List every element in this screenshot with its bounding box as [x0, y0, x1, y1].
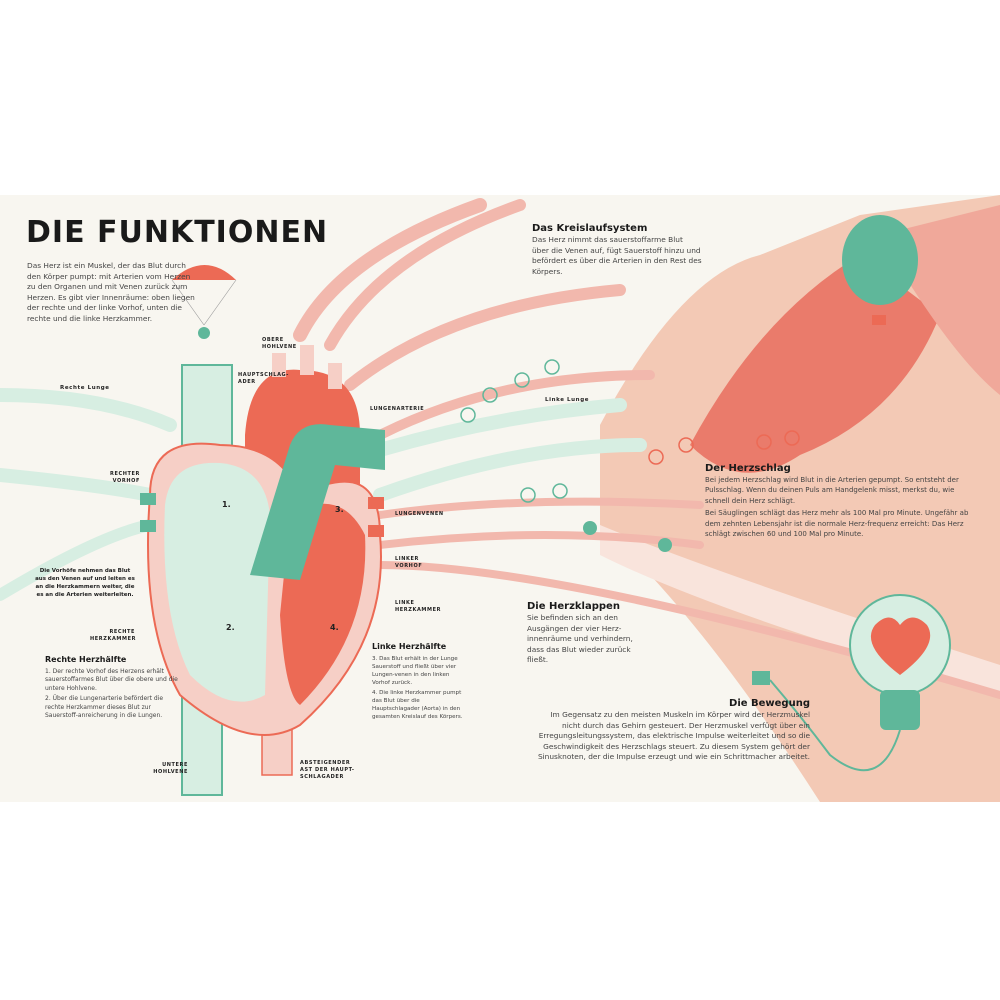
- linke-herzhaelfte-section: Linke Herzhälfte 3. Das Blut erhält in d…: [372, 640, 467, 721]
- label-linke-herzkammer: Linke Herzkammer: [395, 600, 442, 613]
- cyclists: [460, 359, 568, 503]
- linke-herzhaelfte-p1: 3. Das Blut erhält in der Lunge Sauersto…: [372, 656, 458, 686]
- kreislauf-section: Das Kreislaufsystem Das Herz nimmt das s…: [532, 222, 702, 277]
- rechte-herzhaelfte-heading: Rechte Herzhälfte: [45, 655, 127, 664]
- herzschlag-heading: Der Herzschlag: [705, 463, 791, 474]
- bewegung-heading: Die Bewegung: [729, 698, 810, 709]
- rechte-herzhaelfte-section: Rechte Herzhälfte 1. Der rechte Vorhof d…: [45, 653, 180, 720]
- kreislauf-heading: Das Kreislaufsystem: [532, 223, 648, 234]
- chamber-number-3: 3.: [335, 505, 344, 514]
- herzschlag-section: Der Herzschlag Bei jedem Herzschlag wird…: [705, 462, 975, 539]
- book-spread: DIE FUNKTIONEN Das Herz ist ein Muskel, …: [0, 195, 1000, 802]
- linke-herzhaelfte-p2: 4. Die linke Herzkammer pumpt das Blut ü…: [372, 690, 463, 720]
- chamber-number-2: 2.: [226, 623, 235, 632]
- rechte-herzhaelfte-p2: 2. Über die Lungenarterie befördert die …: [45, 695, 164, 720]
- label-untere-hohlvene: Untere Hohlvene: [153, 762, 188, 775]
- label-rechte-lunge: Rechte Lunge: [60, 385, 110, 391]
- right-chambers: [164, 462, 270, 702]
- parachute: [172, 265, 236, 280]
- label-linke-lunge: Linke Lunge: [545, 397, 590, 403]
- label-absteigender-ast: Absteigender Ast der Haupt-schlagader: [300, 760, 355, 780]
- intro-text: Das Herz ist ein Muskel, der das Blut du…: [27, 261, 195, 323]
- vorhoefe-note: Die Vorhöfe nehmen das Blut aus den Vene…: [35, 568, 135, 598]
- page-title: DIE FUNKTIONEN: [26, 215, 329, 250]
- heart-circulation-illustration: [0, 195, 1000, 802]
- label-rechter-vorhof: Rechter Vorhof: [110, 471, 140, 484]
- label-hauptschlagader: Hauptschlag-ader: [238, 372, 289, 385]
- label-obere-hohlvene: Obere Hohlvene: [262, 337, 297, 350]
- bulb-heart: [870, 617, 931, 675]
- mountain-red: [690, 255, 940, 473]
- herzschlag-p1: Bei jedem Herzschlag wird Blut in die Ar…: [705, 476, 959, 505]
- chamber-number-4: 4.: [330, 623, 339, 632]
- herzschlag-p2: Bei Säuglingen schlägt das Herz mehr als…: [705, 509, 969, 539]
- linke-herzhaelfte-heading: Linke Herzhälfte: [372, 642, 447, 651]
- kreislauf-text: Das Herz nimmt das sauerstoffarme Blut ü…: [532, 235, 702, 276]
- label-lungenvenen: Lungenvenen: [395, 511, 444, 517]
- herzklappen-section: Die Herzklappen Sie befinden sich an den…: [527, 600, 652, 666]
- herzklappen-text: Sie befinden sich an den Ausgängen der v…: [527, 613, 633, 665]
- rechte-herzhaelfte-p1: 1. Der rechte Vorhof des Herzens erhält …: [45, 668, 178, 692]
- label-lungenarterie: Lungenarterie: [370, 406, 425, 412]
- chamber-number-1: 1.: [222, 500, 231, 509]
- hot-air-balloon: [842, 215, 918, 305]
- label-rechte-herzkammer: Rechte Herzkammer: [90, 629, 137, 642]
- pulmonary-artery: [250, 424, 385, 580]
- bewegung-text: Im Gegensatz zu den meisten Muskeln im K…: [537, 710, 810, 762]
- herzklappen-heading: Die Herzklappen: [527, 601, 620, 612]
- label-linker-vorhof: Linker Vorhof: [395, 556, 423, 569]
- bewegung-section: Die Bewegung Im Gegensatz zu den meisten…: [530, 697, 810, 763]
